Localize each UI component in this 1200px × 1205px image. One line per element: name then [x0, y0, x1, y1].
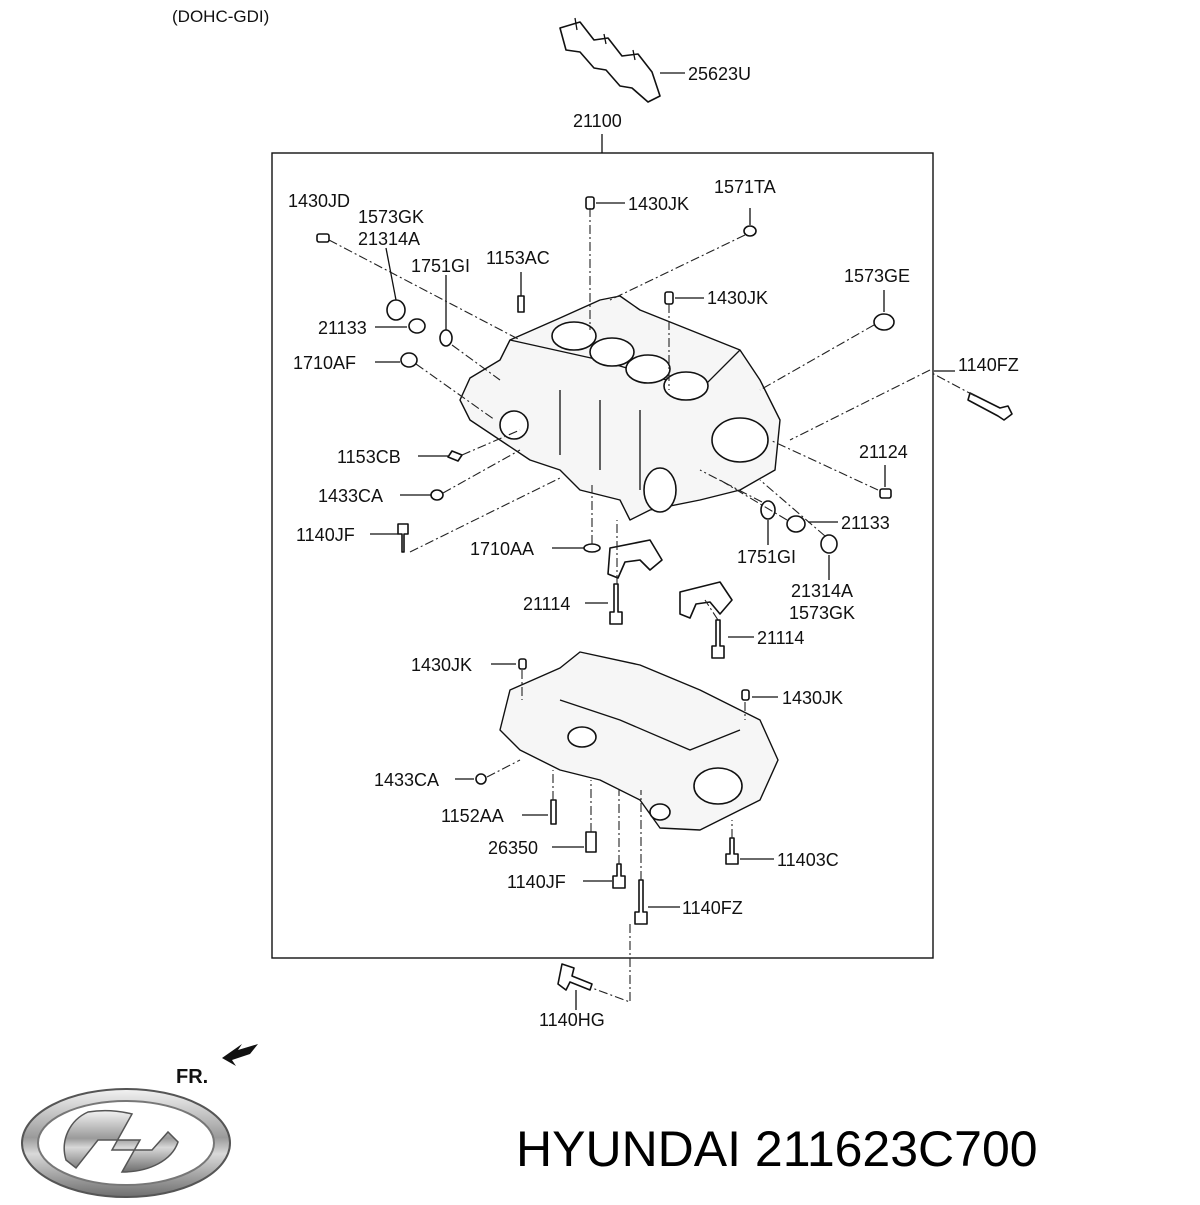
- label-1152aa: 1152AA: [441, 806, 504, 826]
- plug-1433ca-bottom-icon: [475, 773, 487, 785]
- label-21114-left: 21114: [523, 594, 570, 614]
- leader-lines: [328, 202, 976, 1010]
- label-1140hg: 1140HG: [539, 1010, 605, 1030]
- oring-1710aa-icon: [583, 543, 601, 553]
- dowel-21124-icon: [879, 488, 892, 499]
- label-1571ta: 1571TA: [714, 177, 776, 197]
- label-1153cb: 1153CB: [337, 447, 401, 467]
- ring-1751gi-bottom-icon: [760, 500, 776, 520]
- label-21124: 21124: [859, 442, 908, 462]
- bolt-11403c-icon: [725, 837, 739, 865]
- dowel-1430jk-c-icon: [518, 658, 527, 670]
- label-1430jk-c: 1430JK: [411, 655, 472, 675]
- brand-part-number: HYUNDAI 211623C700: [516, 1121, 1038, 1177]
- plug-1571ta-icon: [743, 225, 757, 237]
- variant-label: (DOHC-GDI): [172, 7, 269, 26]
- plug-1573gk-bottom-icon: [820, 534, 838, 554]
- label-1710aa: 1710AA: [470, 539, 534, 559]
- assembly-frame: [271, 152, 934, 959]
- label-1751gi-bottom: 1751GI: [737, 547, 796, 567]
- cylinder-block-icon: [459, 295, 781, 521]
- ring-1751gi-top-icon: [439, 329, 453, 347]
- oring-1710af-icon: [400, 352, 418, 368]
- label-1430jk-b: 1430JK: [707, 288, 768, 308]
- bolt-1140jf-top-icon: [397, 523, 409, 553]
- label-21114-right: 21114: [757, 628, 804, 648]
- dowel-1430jk-a-icon: [585, 196, 595, 210]
- dowel-1430jk-d-icon: [741, 689, 750, 701]
- label-21133-left: 21133: [318, 318, 367, 338]
- label-1710af: 1710AF: [293, 353, 356, 373]
- label-21314a-top: 21314A: [358, 229, 420, 249]
- gasket-25623u-icon: [559, 17, 661, 103]
- label-21133-right: 21133: [841, 513, 890, 533]
- plug-21133-right-icon: [786, 515, 806, 533]
- sensor-26350-icon: [585, 831, 597, 853]
- dowel-1430jd-icon: [316, 233, 330, 243]
- bolt-1140jf-bottom-icon: [612, 863, 626, 889]
- label-1573gk-top: 1573GK: [358, 207, 424, 227]
- label-11403c: 11403C: [777, 850, 839, 870]
- bolt-21114-right-icon: [711, 619, 725, 659]
- label-1433ca-top: 1433CA: [318, 486, 383, 506]
- label-1140fz-right: 1140FZ: [958, 355, 1019, 375]
- label-1573ge: 1573GE: [844, 266, 910, 286]
- label-1430jk-d: 1430JK: [782, 688, 843, 708]
- label-1140jf-bottom: 1140JF: [507, 872, 566, 892]
- bolt-1140fz-right-icon: [967, 392, 1013, 421]
- stud-1153ac-icon: [517, 295, 525, 313]
- hyundai-logo-icon: [21, 1088, 231, 1198]
- stud-1153cb-icon: [447, 450, 463, 462]
- bearing-cap-left-icon: [607, 539, 663, 579]
- label-1153ac: 1153AC: [486, 248, 550, 268]
- label-21314a-bottom: 21314A: [791, 581, 853, 601]
- lower-crankcase-icon: [499, 651, 779, 831]
- plug-1433ca-top-icon: [430, 489, 444, 501]
- label-1430jk-a: 1430JK: [628, 194, 689, 214]
- bolt-21114-left-icon: [609, 583, 623, 625]
- bearing-cap-right-icon: [679, 581, 733, 619]
- label-1751gi-top: 1751GI: [411, 256, 470, 276]
- plug-1573ge-icon: [873, 313, 895, 331]
- label-1433ca-bottom: 1433CA: [374, 770, 439, 790]
- label-25623u: 25623U: [688, 64, 751, 84]
- front-direction-label: FR.: [176, 1066, 208, 1088]
- label-21100: 21100: [573, 111, 622, 131]
- label-26350: 26350: [488, 838, 538, 858]
- bolt-1140fz-bottom-icon: [634, 879, 648, 925]
- plug-1573gk-top-icon: [386, 299, 406, 321]
- front-arrow-icon: [222, 1044, 258, 1066]
- label-1140jf-top: 1140JF: [296, 525, 355, 545]
- stud-1152aa-icon: [550, 799, 557, 825]
- label-1573gk-bottom: 1573GK: [789, 603, 855, 623]
- dowel-1430jk-b-icon: [664, 291, 674, 305]
- label-1430jd: 1430JD: [288, 191, 350, 211]
- bolt-1140hg-icon: [557, 963, 593, 991]
- plug-21133-left-icon: [408, 318, 426, 334]
- label-1140fz-bottom: 1140FZ: [682, 898, 743, 918]
